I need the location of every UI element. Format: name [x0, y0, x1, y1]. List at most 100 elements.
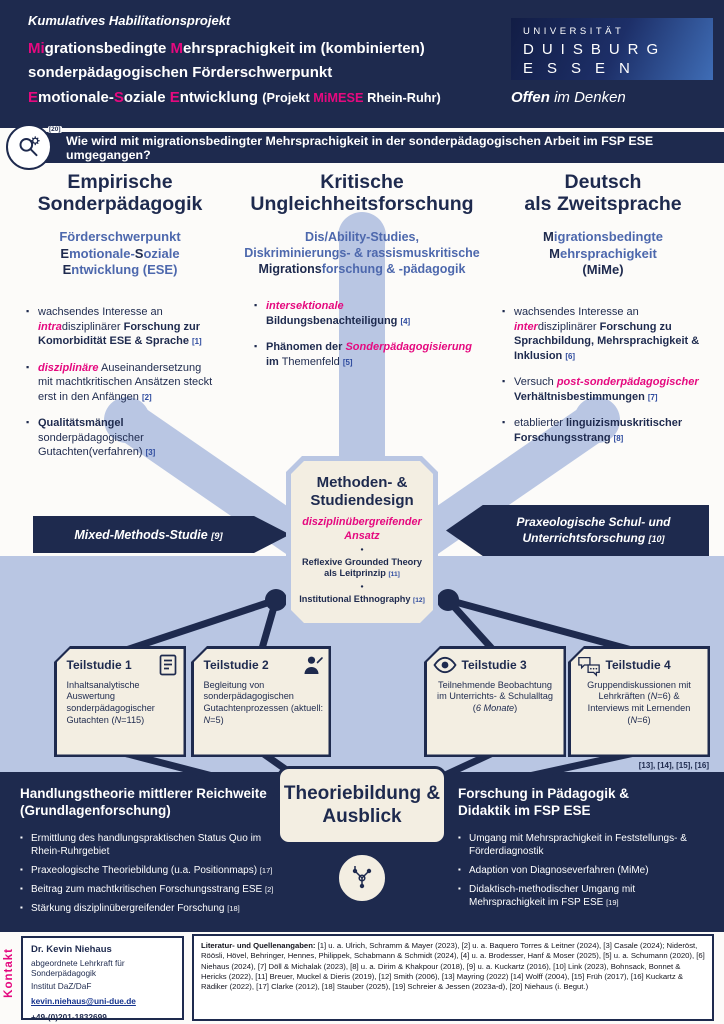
university-logo-box: UNIVERSITÄT DUISBURG ESSEN	[511, 18, 713, 80]
list-item: Beitrag zum machtkritischen Forschungsst…	[20, 883, 275, 896]
study-header: Teilstudie 1	[57, 649, 184, 677]
list-item: Umgang mit Mehrsprachigkeit in Feststell…	[458, 832, 714, 858]
subtitle-line: Emotionale-Soziale	[60, 245, 180, 261]
list-item: Didaktisch-methodischer Umgang mit Mehrs…	[458, 883, 714, 909]
subtitle-line: (MiMe)	[582, 262, 624, 278]
handlungstheorie-section: Handlungstheorie mittlerer Reichweite (G…	[20, 785, 275, 921]
contact-box: Dr. Kevin Niehaus abgeordnete Lehrkraft …	[21, 936, 184, 1022]
contact-email-link[interactable]: kevin.niehaus@uni-due.de	[31, 996, 136, 1007]
teilstudie-4-box: Teilstudie 4 Gruppendiskussionen mit Leh…	[568, 646, 710, 757]
contact-name: Dr. Kevin Niehaus	[31, 944, 112, 955]
arrow-label: Praxeologische Schul- und Unterrichtsfor…	[516, 514, 671, 545]
heading-line: Studiendesign	[310, 491, 414, 509]
theory-line: Ausblick	[322, 805, 402, 827]
contact-role: abgeordnete Lehrkraft für Sonderpädagogi…	[31, 957, 125, 978]
heading-line: Ungleichheitsforschung	[250, 192, 474, 215]
column-heading: Deutsch als Zweitsprache	[502, 171, 704, 216]
column-deutsch-als-zweitsprache: Deutsch als Zweitsprache Migrationsbedin…	[502, 171, 704, 457]
separator-dot: ●	[360, 546, 364, 553]
teilstudie-2-box: Teilstudie 2 Begleitung von sonderpädago…	[191, 646, 331, 757]
list-item: intersektionale Bildungsbenachteiligung …	[254, 299, 474, 328]
theory-line: Theoriebildung &	[283, 783, 441, 805]
heading-line: als Zweitsprache	[524, 192, 682, 215]
list-item: Phänomen der Sonderpädagogisierung im Th…	[254, 340, 474, 369]
research-question-banner: Wie wird mit migrationsbedingter Mehrspr…	[30, 132, 724, 163]
column-empirische-sonderpaedagogik: Empirische Sonderpädagogik Förderschwerp…	[26, 171, 214, 472]
methoden-studiendesign-box: Methoden- & Studiendesign disziplinüberg…	[286, 456, 438, 628]
section-heading: Forschung in Pädagogik & Didaktik im FSP…	[458, 786, 630, 819]
study-header: Teilstudie 4	[571, 649, 708, 677]
molecule-icon	[337, 853, 387, 903]
heading-line: Empirische	[67, 171, 173, 193]
study-label: Teilstudie 4	[605, 657, 671, 672]
method-item-institutional-ethnography: Institutional Ethnography [12]	[299, 594, 425, 605]
study-description: Begleitung von sonderpädagogischen Gutac…	[203, 679, 324, 726]
study-description: Inhaltsanalytische Auswertung sonderpäda…	[66, 679, 155, 726]
section-bullet-list: Umgang mit Mehrsprachigkeit in Feststell…	[458, 832, 714, 910]
column-heading: Empirische Sonderpädagogik	[26, 171, 214, 216]
contact-phone: +49-(0)201-1832699	[31, 1011, 107, 1022]
tagline-rest: im Denken	[549, 89, 626, 106]
eye-icon	[432, 653, 457, 677]
subtitle-line: Mehrsprachigkeit	[549, 245, 657, 261]
logo-duisburg-text: DUISBURG	[523, 41, 667, 58]
separator-dot: ●	[360, 583, 364, 590]
subtitle-line: Förderschwerpunkt	[59, 228, 181, 244]
subtitle-line: Migrationsbedingte	[543, 228, 663, 244]
project-kicker: Kumulatives Habilitationsprojekt	[28, 13, 231, 28]
column-heading: Kritische Ungleichheitsforschung	[230, 171, 494, 216]
study-description: Teilnehmende Beobachtung im Unterrichts-…	[437, 679, 553, 714]
methoden-studiendesign-content: Methoden- & Studiendesign disziplinüberg…	[291, 461, 433, 623]
logo-universitaet-text: UNIVERSITÄT	[523, 26, 625, 37]
subtitle-line: Diskriminierungs- & rassismuskritische	[244, 245, 480, 260]
section-heading: Handlungstheorie mittlerer Reichweite (G…	[20, 786, 267, 819]
study-header: Teilstudie 3	[427, 649, 564, 677]
teilstudie-4-content: Teilstudie 4 Gruppendiskussionen mit Leh…	[570, 648, 708, 755]
section-bullet-list: Ermittlung des handlungspraktischen Stat…	[20, 832, 275, 916]
heading-line: Methoden- &	[316, 474, 408, 491]
teilstudie-2-content: Teilstudie 2 Begleitung von sonderpädago…	[193, 648, 329, 755]
heading-line: Sonderpädagogik	[37, 192, 203, 215]
poster-title: Migrationsbedingte Mehrsprachigkeit im (…	[28, 37, 506, 110]
contact-institute: Institut DaZ/DaF	[31, 980, 92, 991]
speech-bubbles-icon	[577, 653, 601, 677]
column-bullet-list: wachsendes Interesse an interdisziplinär…	[502, 305, 704, 445]
heading-line: Kritische	[320, 171, 404, 193]
list-item: Qualitätsmängel sonderpädagogischer Guta…	[26, 416, 214, 460]
logo-tagline: Offen im Denken	[511, 89, 713, 106]
list-item: disziplinäre Auseinandersetzung mit mach…	[26, 361, 214, 405]
method-box-heading: Methoden- & Studiendesign	[299, 474, 425, 509]
subtitle-line: Entwicklung (ESE)	[62, 262, 178, 278]
studies-method-references: [13], [14], [15], [16]	[638, 761, 709, 770]
column-bullet-list: wachsendes Interesse an intradisziplinär…	[26, 305, 214, 460]
heading-line: Deutsch	[564, 171, 642, 193]
method-accent-line: disziplinübergreifender Ansatz	[302, 516, 422, 542]
method-item-grounded-theory: Reflexive Grounded Theory als Leitprinzi…	[302, 557, 422, 579]
study-header: Teilstudie 2	[194, 649, 329, 677]
column-subtitle: Migrationsbedingte Mehrsprachigkeit (MiM…	[502, 229, 704, 280]
document-icon	[156, 653, 180, 677]
teilstudie-3-content: Teilstudie 3 Teilnehmende Beobachtung im…	[426, 648, 564, 755]
study-label: Teilstudie 3	[461, 657, 527, 672]
literature-references: [1] u. a. Ulrich, Schramm & Mayer (2023)…	[201, 941, 705, 992]
literature-label: Literatur- und Quellenangaben:	[201, 941, 316, 950]
research-question: Wie wird mit migrationsbedingter Mehrspr…	[66, 133, 654, 162]
theoriebildung-ausblick-box: Theoriebildung & Ausblick	[277, 766, 447, 845]
column-bullet-list: intersektionale Bildungsbenachteiligung …	[254, 299, 474, 369]
teilstudie-3-box: Teilstudie 3 Teilnehmende Beobachtung im…	[424, 646, 566, 757]
list-item: etablierter linguizismuskritischer Forsc…	[502, 416, 704, 445]
university-logo: UNIVERSITÄT DUISBURG ESSEN Offen im Denk…	[511, 18, 713, 106]
list-item: Versuch post-sonderpädagogischer Verhält…	[502, 375, 704, 404]
person-icon	[301, 653, 325, 677]
kontakt-vertical-label: Kontakt	[3, 948, 15, 998]
study-label: Teilstudie 1	[66, 657, 132, 672]
arrow-label: Mixed-Methods-Studie [9]	[74, 527, 223, 542]
question-reference: [20]	[48, 126, 62, 133]
list-item: wachsendes Interesse an interdisziplinär…	[502, 305, 704, 363]
subtitle-line: Dis/Ability-Studies,	[305, 229, 419, 244]
list-item: wachsendes Interesse an intradisziplinär…	[26, 305, 214, 349]
logo-essen-text: ESSEN	[523, 59, 644, 77]
title-line-3: Emotionale-Soziale Entwicklung (Projekt …	[28, 88, 441, 106]
title-line-2: sonderpädagogischen Förderschwerpunkt	[28, 64, 333, 82]
